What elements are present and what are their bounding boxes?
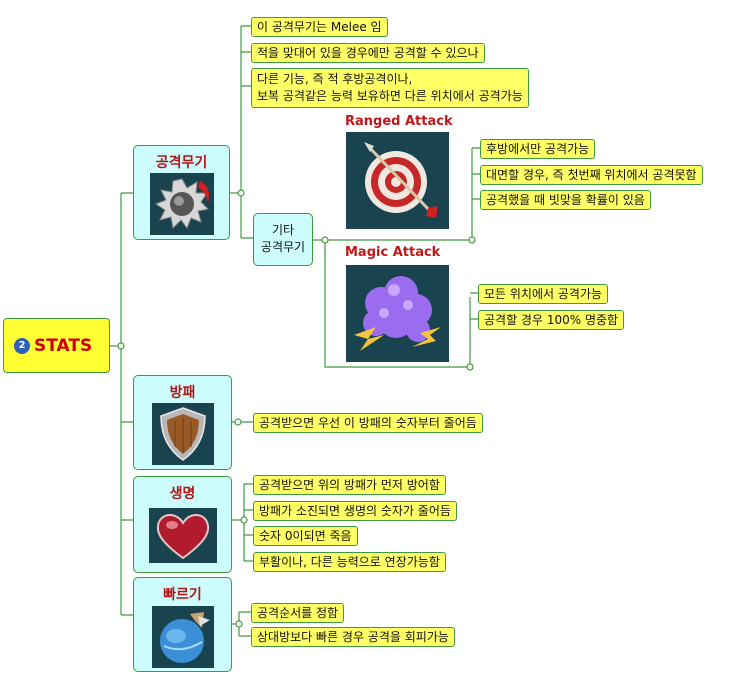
target-arrow-icon bbox=[346, 132, 449, 229]
speed-note-1: 공격순서를 정함 bbox=[251, 603, 345, 623]
weapon-note-3: 다른 기능, 즉 적 후방공격이나, 보복 공격같은 능력 보유하면 다른 위치… bbox=[251, 68, 529, 108]
other-weapons-line1: 기타 bbox=[271, 223, 295, 237]
life-note-1: 공격받으면 위의 방패가 먼저 방어함 bbox=[253, 475, 446, 495]
ranged-note-3: 공격했을 때 빗맞을 확률이 있음 bbox=[480, 190, 651, 210]
shield-note-1: 공격받으면 우선 이 방패의 숫자부터 줄어듬 bbox=[253, 413, 483, 433]
magic-attack-label: Magic Attack bbox=[345, 245, 441, 260]
shield-icon bbox=[152, 403, 214, 465]
heart-icon bbox=[149, 508, 217, 563]
weapon-note-3-line1: 다른 기능, 즉 적 후방공격이나, bbox=[257, 72, 413, 86]
life-note-3: 숫자 0이되면 죽음 bbox=[253, 526, 358, 546]
magic-note-1: 모든 위치에서 공격가능 bbox=[478, 284, 609, 304]
category-life[interactable]: 생명 bbox=[133, 476, 232, 573]
root-title: STATS bbox=[34, 336, 93, 356]
category-weapon[interactable]: 공격무기 bbox=[133, 145, 230, 240]
life-note-4: 부활이나, 다른 능력으로 연장가능함 bbox=[253, 552, 446, 572]
life-note-2: 방패가 소진되면 생명의 숫자가 줄어듬 bbox=[253, 501, 457, 521]
ranged-note-1: 후방에서만 공격가능 bbox=[480, 139, 596, 159]
category-shield[interactable]: 방패 bbox=[133, 375, 232, 470]
category-weapon-title: 공격무기 bbox=[155, 155, 208, 171]
category-speed[interactable]: 빠르기 bbox=[133, 577, 232, 672]
weapon-note-3-line2: 보복 공격같은 능력 보유하면 다른 위치에서 공격가능 bbox=[257, 89, 523, 103]
speed-note-2: 상대방보다 빠른 경우 공격을 회피가능 bbox=[251, 627, 455, 647]
magic-cloud-icon bbox=[346, 265, 449, 362]
saw-blade-icon bbox=[150, 173, 214, 235]
other-weapons-line2: 공격무기 bbox=[260, 240, 306, 254]
category-life-title: 생명 bbox=[169, 486, 196, 502]
root-node[interactable]: 2 STATS bbox=[3, 318, 110, 373]
speed-globe-icon bbox=[152, 606, 214, 668]
magic-note-2: 공격할 경우 100% 명중함 bbox=[478, 310, 625, 330]
weapon-note-1: 이 공격무기는 Melee 임 bbox=[251, 17, 388, 37]
ranged-attack-label: Ranged Attack bbox=[345, 114, 453, 129]
category-speed-title: 빠르기 bbox=[163, 587, 202, 603]
other-weapons-node[interactable]: 기타 공격무기 bbox=[253, 213, 313, 266]
stats-badge: 2 bbox=[14, 338, 30, 354]
ranged-note-2: 대면할 경우, 즉 첫번째 위치에서 공격못함 bbox=[480, 165, 703, 185]
category-shield-title: 방패 bbox=[169, 385, 196, 401]
weapon-note-2: 적을 맞대어 있을 경우에만 공격할 수 있으나 bbox=[251, 43, 485, 63]
